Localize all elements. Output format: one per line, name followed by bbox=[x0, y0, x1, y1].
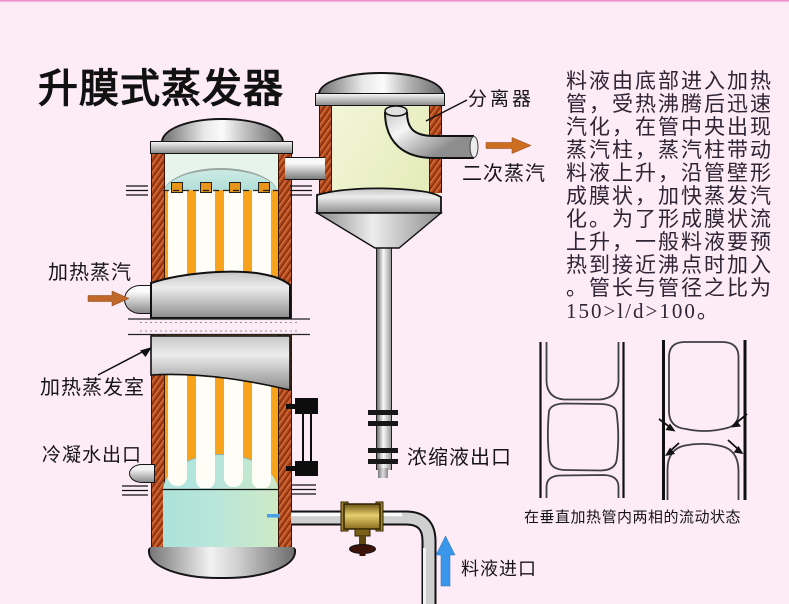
label-condensate-outlet: 冷凝水出口 bbox=[42, 445, 143, 466]
heating-tube-lower bbox=[168, 372, 187, 486]
tube-stub bbox=[229, 182, 241, 193]
heating-tube bbox=[168, 190, 187, 320]
feed-inlet-arrow bbox=[435, 535, 456, 587]
outlet-end-cap bbox=[469, 136, 479, 158]
sight-glass-arm bbox=[286, 466, 298, 471]
separator-cone bbox=[314, 212, 443, 249]
tube-stub bbox=[171, 182, 183, 193]
evaporator-top-flange bbox=[150, 141, 293, 154]
label-feed-inlet: 料液进口 bbox=[461, 559, 537, 579]
top-accent-line bbox=[0, 0, 789, 3]
sight-glass-tube bbox=[310, 413, 312, 463]
evaporator-bottom-cap bbox=[148, 547, 296, 579]
heating-tube bbox=[252, 190, 271, 320]
neck-arrows bbox=[658, 413, 748, 453]
condensate-outlet-pipe bbox=[129, 464, 155, 483]
label-heating-chamber: 加热蒸发室 bbox=[40, 377, 145, 399]
tube-stub bbox=[258, 182, 270, 193]
heating-tube-lower bbox=[196, 372, 215, 489]
liquid-pool bbox=[163, 488, 278, 548]
heating-steam-inlet-pipe bbox=[124, 285, 156, 314]
concentrate-outlet-stub bbox=[378, 468, 388, 478]
heating-steam-arrow bbox=[87, 290, 130, 307]
secondary-steam-arrow bbox=[485, 137, 532, 154]
evaporator-wall-right bbox=[278, 152, 292, 552]
feed-valve bbox=[340, 501, 384, 556]
heating-tube-lower bbox=[224, 372, 243, 487]
pipe-flange bbox=[368, 448, 398, 453]
pipe-flange bbox=[368, 410, 398, 415]
flow-diagram-caption: 在垂直加热管内两相的流动状态 bbox=[524, 510, 742, 526]
sight-glass-fitting bbox=[295, 398, 318, 414]
label-heating-steam: 加热蒸汽 bbox=[48, 262, 132, 284]
page-title: 升膜式蒸发器 bbox=[38, 66, 284, 111]
pipe-flange bbox=[368, 421, 398, 426]
separator-wall-left bbox=[319, 104, 332, 206]
label-separator: 分离器 bbox=[468, 89, 535, 110]
separator-flange bbox=[315, 93, 445, 106]
flow-state-diagram bbox=[539, 340, 748, 500]
sight-glass-fitting bbox=[295, 461, 318, 476]
neck-arrowheads bbox=[665, 420, 744, 456]
heating-tube-lower bbox=[252, 372, 271, 489]
feed-pipe bbox=[291, 512, 435, 604]
evaporator-to-separator-pipe bbox=[285, 157, 325, 180]
heating-tube bbox=[196, 190, 215, 320]
separator-down-pipe bbox=[376, 245, 392, 470]
heating-tube bbox=[224, 190, 243, 320]
label-secondary-steam: 二次蒸汽 bbox=[462, 163, 546, 185]
separator-body bbox=[320, 104, 439, 204]
description-text: 料液由底部进入加热 管，受热沸腾后迅速 汽化，在管中央出现 蒸汽柱，蒸汽柱带动 … bbox=[566, 69, 773, 323]
sight-glass-tube bbox=[302, 413, 304, 463]
separator-wall-right bbox=[429, 104, 442, 193]
tube-stub bbox=[200, 182, 212, 193]
label-concentrate-outlet: 浓缩液出口 bbox=[407, 447, 512, 469]
sight-glass-arm bbox=[286, 404, 298, 409]
pipe-flange bbox=[368, 459, 398, 464]
